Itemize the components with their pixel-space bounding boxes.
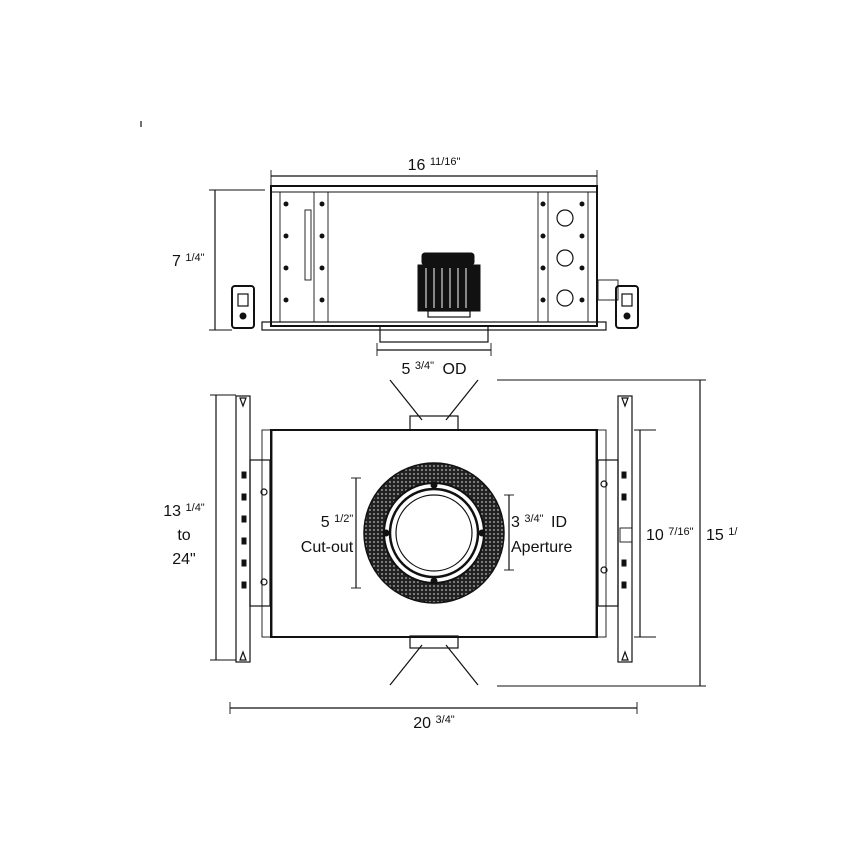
svg-text:7 1/4": 7 1/4" (172, 252, 205, 270)
top-height-dimension: 7 1/4" (172, 189, 265, 331)
aperture-dimension: 3 3/4" ID Aperture (504, 494, 572, 571)
od-label: 5 (401, 361, 410, 378)
inner-height-dimension: 10 7/16" (634, 429, 694, 638)
outer-height-label: 15 (706, 527, 724, 544)
cutout-dimension: 5 1/2" Cut-out (301, 477, 361, 589)
joist-max: 24" (172, 551, 195, 568)
joist-dimension: 13 1/4" to 24" (163, 394, 236, 661)
top-view: 16 11/16" 7 1/4" (172, 156, 639, 378)
joist-label: 13 (163, 503, 181, 520)
svg-text:10 7/16": 10 7/16" (646, 526, 694, 544)
cutout-frac: 1/2" (334, 513, 353, 525)
driver-heatsink (417, 252, 481, 318)
bottom-view: 5 1/2" Cut-out 3 3/4" ID Aperture 13 1 (163, 379, 738, 732)
svg-text:5 3/4" OD: 5 3/4" OD (401, 356, 466, 378)
aperture-ring (363, 462, 505, 604)
cutout-text: Cut-out (301, 539, 354, 556)
top-height-frac: 1/4" (185, 252, 204, 264)
joist-to: to (177, 527, 190, 544)
aperture-suffix: ID (551, 514, 567, 531)
right-mounting-clip (597, 279, 639, 329)
cutout-label: 5 (321, 514, 330, 531)
svg-text:13 1/4": 13 1/4" (163, 502, 205, 520)
top-support-arm (389, 379, 479, 431)
left-mounting-clip (231, 285, 255, 329)
od-dimension: 5 3/4" OD (376, 343, 492, 378)
inner-height-label: 10 (646, 527, 664, 544)
top-height-label: 7 (172, 253, 181, 270)
aperture-label: 3 (511, 514, 520, 531)
top-width-dimension: 16 11/16" (270, 156, 598, 190)
top-width-frac: 11/16" (430, 156, 461, 168)
svg-text:15 1/: 15 1/ (706, 526, 738, 544)
svg-text:16 11/16": 16 11/16" (408, 156, 461, 174)
bottom-support-arm (389, 635, 479, 686)
aperture-frac: 3/4" (524, 513, 543, 525)
svg-text:5 1/2": 5 1/2" (321, 513, 354, 531)
svg-text:20 3/4": 20 3/4" (413, 714, 455, 732)
housing-elevation (231, 185, 639, 343)
od-frac: 3/4" (415, 360, 434, 372)
left-bar-hanger (235, 395, 273, 663)
bottom-width-dimension: 20 3/4" (229, 702, 638, 732)
svg-text:3 3/4" ID: 3 3/4" ID (511, 509, 567, 531)
outer-height-frac: 1/ (728, 526, 738, 538)
top-width-label: 16 (408, 157, 426, 174)
bottom-width-frac: 3/4" (436, 714, 455, 726)
right-bar-hanger (595, 395, 633, 663)
outer-height-dimension: 15 1/ (497, 379, 738, 687)
joist-frac: 1/4" (186, 502, 205, 514)
od-suffix: OD (443, 361, 467, 378)
inner-height-frac: 7/16" (668, 526, 693, 538)
bottom-width-label: 20 (413, 715, 431, 732)
aperture-text: Aperture (511, 539, 572, 556)
